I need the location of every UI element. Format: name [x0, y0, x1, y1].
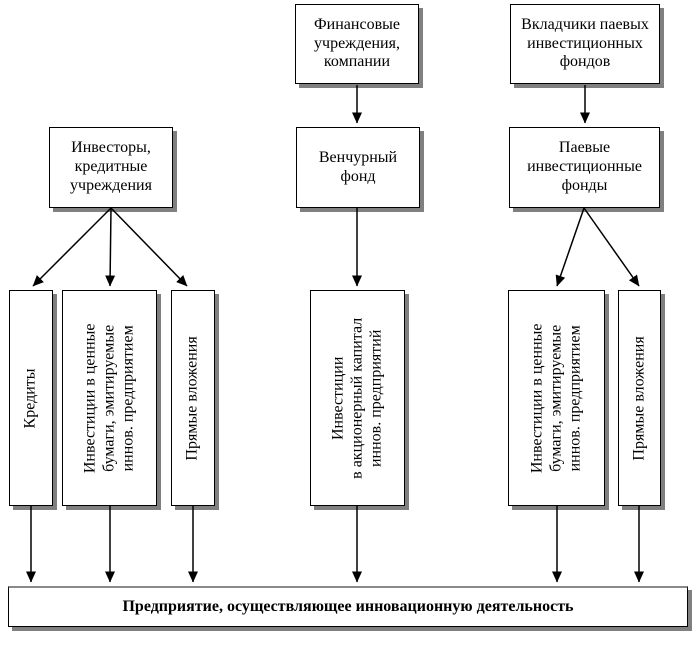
node-label-vertical: Инвестиции в акционерный капитал иннов. …	[329, 317, 384, 479]
node-unit-fund-depositors: Вкладчики паевых инвестиционных фондов	[510, 4, 660, 84]
node-direct-investments-right: Прямые вложения	[618, 290, 661, 506]
node-venture-fund: Венчурный фонд	[296, 127, 420, 208]
node-financial-institutions: Финансовые учреждения, компании	[295, 4, 419, 84]
node-label: Инвесторы, кредитные учреждения	[70, 139, 152, 194]
arrow-unitfunds-to-securities-right	[555, 207, 585, 287]
node-label: Паевые инвестиционные фонды	[527, 139, 642, 194]
node-investors-credit-institutions: Инвесторы, кредитные учреждения	[49, 127, 173, 208]
node-direct-investments-left: Прямые вложения	[171, 290, 215, 506]
arrow-investors-to-credits	[32, 207, 112, 287]
node-label: Венчурный фонд	[318, 148, 398, 185]
node-label: Финансовые учреждения, компании	[314, 15, 400, 71]
node-securities-investments-right: Инвестиции в ценные бумаги, эмитируемые …	[508, 290, 605, 506]
node-label-vertical: Прямые вложения	[183, 335, 201, 461]
node-label: Вкладчики паевых инвестиционных фондов	[521, 15, 649, 71]
arrow-investors-to-direct-left	[110, 207, 188, 287]
node-unit-investment-funds: Паевые инвестиционные фонды	[509, 127, 660, 208]
node-label: Предприятие, осуществляющее инновационну…	[122, 597, 574, 615]
node-label-vertical: Инвестиции в ценные бумаги, эмитируемые …	[528, 323, 583, 473]
node-label-vertical: Кредиты	[21, 368, 39, 429]
node-label-vertical: Прямые вложения	[630, 335, 648, 461]
node-equity-capital-investments: Инвестиции в акционерный капитал иннов. …	[310, 290, 405, 506]
arrow-unitfunds-to-direct-right	[583, 207, 640, 287]
node-label-vertical: Инвестиции в ценные бумаги, эмитируемые …	[81, 323, 136, 473]
node-credits: Кредиты	[9, 290, 53, 506]
node-securities-investments-left: Инвестиции в ценные бумаги, эмитируемые …	[62, 290, 157, 506]
arrow-investors-to-securities-left	[105, 207, 116, 287]
node-innovation-enterprise: Предприятие, осуществляющее инновационну…	[8, 586, 688, 627]
